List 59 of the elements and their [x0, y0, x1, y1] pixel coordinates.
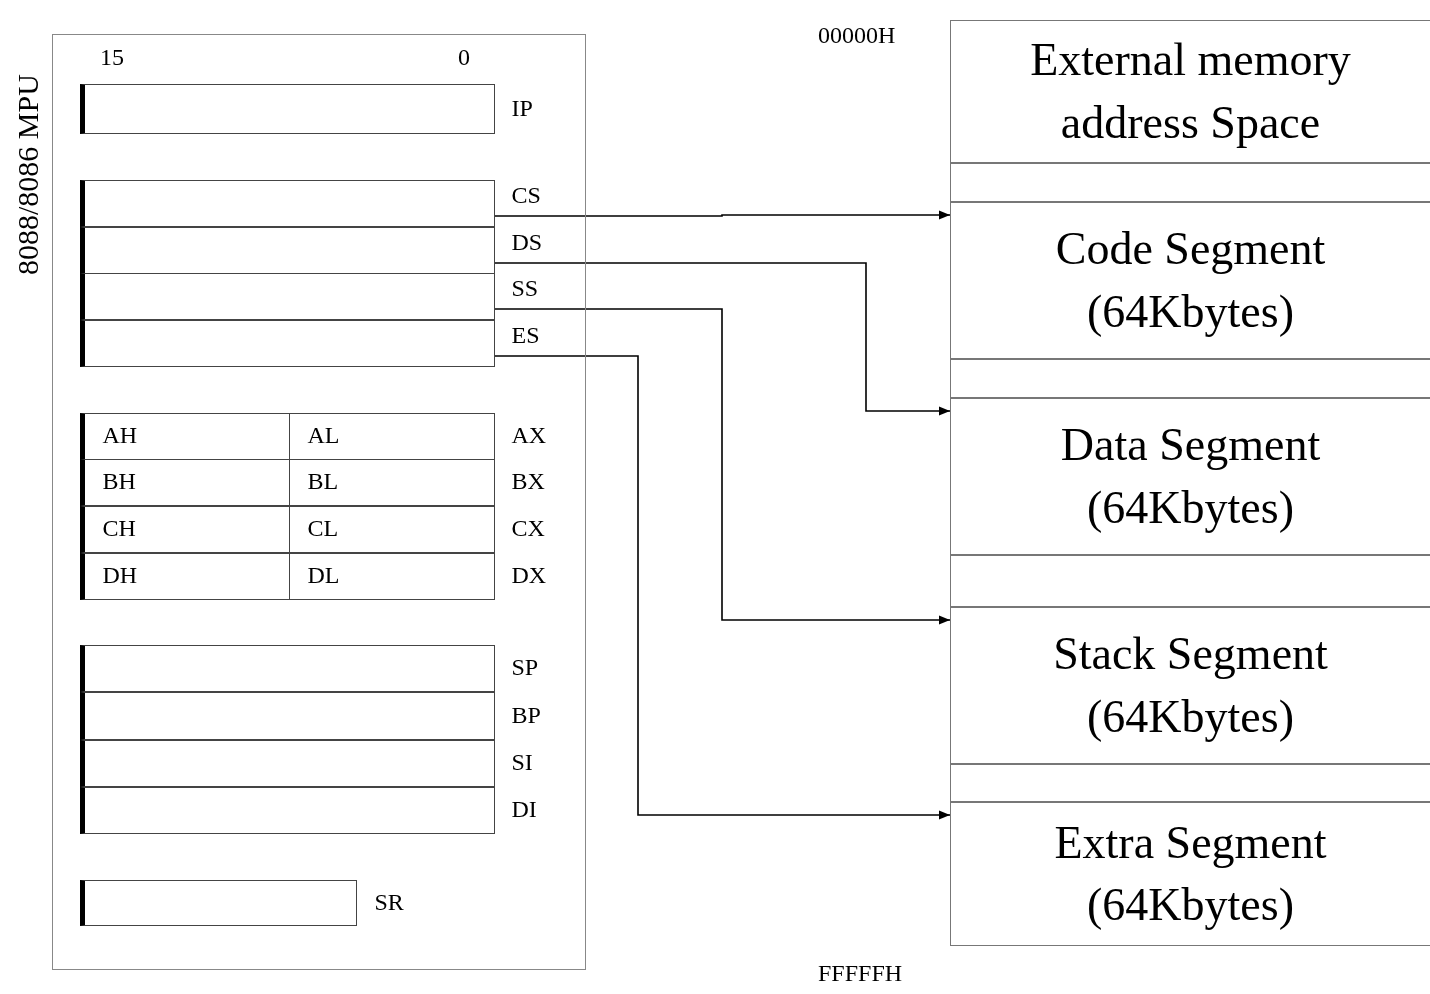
register-name: SS [511, 274, 539, 302]
register-half-label: AL [288, 413, 494, 459]
memory-address: FFFFFH [818, 960, 903, 987]
arrow [494, 308, 951, 625]
register-name: AX [511, 422, 547, 449]
arrow [494, 355, 951, 820]
memory-segment-box [950, 398, 1430, 555]
register-name: SR [374, 888, 404, 916]
register-box [79, 179, 495, 227]
register-half-label: AH [101, 420, 139, 450]
register-name: DS [511, 228, 543, 256]
register-name: BP [511, 701, 541, 729]
segment-label: External memory address Space [1029, 33, 1352, 150]
register-box [79, 458, 495, 506]
register-box [79, 879, 357, 926]
register-half-label: BH [101, 466, 137, 496]
memory-gap-box [950, 163, 1430, 202]
register-box [79, 319, 495, 367]
arrow [494, 262, 951, 416]
memory-segment-box [950, 20, 1430, 163]
register-box [79, 786, 495, 834]
register-box [79, 412, 495, 460]
memory-address: 00000H [818, 22, 896, 49]
register-box [79, 272, 495, 320]
register-box [79, 691, 495, 740]
register-half-label: CH [101, 513, 137, 543]
segment-label: Data Segment (64Kbytes) [1059, 418, 1322, 535]
register-box [79, 644, 495, 692]
bit-number: 0 [458, 44, 470, 71]
segment-label: Extra Segment (64Kbytes) [1053, 815, 1328, 932]
memory-segment-box [950, 802, 1430, 946]
bit-number: 15 [100, 44, 124, 71]
memory-gap-box [950, 359, 1430, 398]
segment-label: Code Segment (64Kbytes) [1054, 222, 1327, 339]
register-name: SP [511, 654, 539, 681]
memory-gap-box [950, 764, 1430, 802]
processor-heading: 8088/8086 MPU [11, 74, 45, 275]
register-name: DI [511, 796, 537, 823]
register-half-label: DL [288, 553, 494, 599]
memory-gap-box [950, 555, 1430, 607]
register-name: DX [511, 562, 547, 589]
register-half-label: BL [288, 459, 494, 505]
register-box [79, 552, 495, 600]
register-name: CS [511, 181, 541, 209]
register-box [79, 83, 495, 134]
arrow [494, 210, 951, 220]
register-half-label: DH [101, 560, 139, 590]
register-name: BX [511, 468, 545, 495]
memory-segment-box [950, 607, 1430, 764]
segment-label: Stack Segment (64Kbytes) [1052, 627, 1329, 744]
register-name: SI [511, 749, 533, 776]
register-name: CX [511, 515, 545, 542]
register-box [79, 739, 495, 787]
register-half-label: CL [288, 506, 494, 552]
register-box [79, 226, 495, 274]
register-box [79, 505, 495, 553]
register-name: IP [511, 94, 533, 122]
memory-segment-box [950, 202, 1430, 359]
register-name: ES [511, 321, 540, 349]
